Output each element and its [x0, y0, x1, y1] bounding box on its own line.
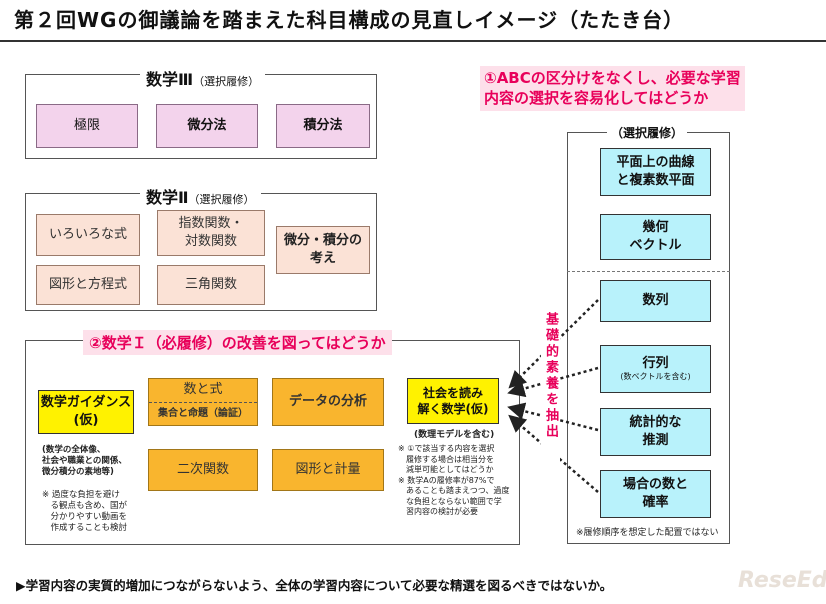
math-guidance-note: (数学の全体像、 社会や職業との関係、 微分積分の素地等) — [42, 445, 127, 478]
math1-numbers: 数と式 — [183, 382, 223, 398]
proposal-2: ②数学Ｉ（必履修）の改善を図ってはどうか — [83, 330, 392, 355]
page-title: 第２回WGの御議論を踏まえた科目構成の見直しイメージ（たたき台） — [14, 8, 685, 32]
item-matrix-note: (数ベクトルを含む) — [620, 372, 691, 382]
item-geometry-vector: 幾何 ベクトル — [600, 214, 711, 260]
math3-title: 数学Ⅲ（選択履修） — [140, 66, 266, 90]
math1-panel — [25, 340, 520, 545]
item-statistics: 統計的な 推測 — [600, 408, 711, 456]
math3-tag: （選択履修） — [193, 75, 260, 88]
math2-item-exp-log: 指数関数・ 対数関数 — [157, 210, 265, 256]
math3-title-text: 数学Ⅲ — [146, 70, 194, 89]
optional-footnote: ※履修順序を想定した配置ではない — [576, 528, 719, 538]
social-math-sub: (数理モデルを含む) — [414, 430, 495, 440]
optional-tag: （選択履修） — [607, 124, 688, 141]
math1-figure-measure: 図形と計量 — [272, 449, 384, 491]
math2-item-trig: 三角関数 — [157, 265, 265, 305]
math1-data-analysis: データの分析 — [272, 378, 384, 426]
math1-numbers-box: 数と式 集合と命題（論証） — [148, 378, 258, 426]
optional-divider — [567, 271, 730, 272]
math1-sets: 集合と命題（論証） — [158, 408, 248, 419]
math3-item-limit: 極限 — [36, 104, 138, 148]
item-sequences: 数列 — [600, 280, 711, 322]
item-matrix-label: 行列 — [642, 355, 669, 371]
math2-item-figures-equations: 図形と方程式 — [36, 265, 140, 305]
math2-item-expressions: いろいろな式 — [36, 214, 140, 256]
math3-item-integral: 積分法 — [276, 104, 370, 148]
math2-title: 数学Ⅱ（選択履修） — [140, 184, 261, 208]
title-divider — [0, 40, 826, 42]
extract-label: 基礎的素養を抽出 — [541, 312, 560, 462]
math2-tag: （選択履修） — [188, 193, 255, 206]
math3-item-differential: 微分法 — [156, 104, 258, 148]
math-guidance-note2: ※ 過度な負担を避け る観点も含め、国が 分かりやすい動画を 作成することも検討 — [42, 490, 128, 534]
math1-sets-divider — [149, 401, 257, 403]
math1-quadratic: 二次関数 — [148, 449, 258, 491]
bottom-statement: ▶学習内容の実質的増加につながらないよう、全体の学習内容について必要な精選を図る… — [16, 578, 613, 593]
math2-item-calculus: 微分・積分の 考え — [276, 226, 370, 274]
item-plane-curves: 平面上の曲線 と複素数平面 — [600, 148, 711, 196]
item-matrix: 行列 (数ベクトルを含む) — [600, 345, 711, 393]
watermark-logo: ReseEd — [738, 568, 826, 593]
math2-title-text: 数学Ⅱ — [146, 188, 189, 207]
item-probability: 場合の数と 確率 — [600, 470, 711, 518]
social-math-note: ※ ①で該当する内容を選択 履修する場合は相当分を 減単可能としてはどうか ※ … — [398, 444, 510, 517]
social-math: 社会を読み 解く数学(仮) — [407, 378, 499, 424]
math-guidance: 数学ガイダンス(仮) — [38, 390, 134, 434]
proposal-1: ①ABCの区分けをなくし、必要な学習 内容の選択を容易化してはどうか — [480, 66, 745, 111]
